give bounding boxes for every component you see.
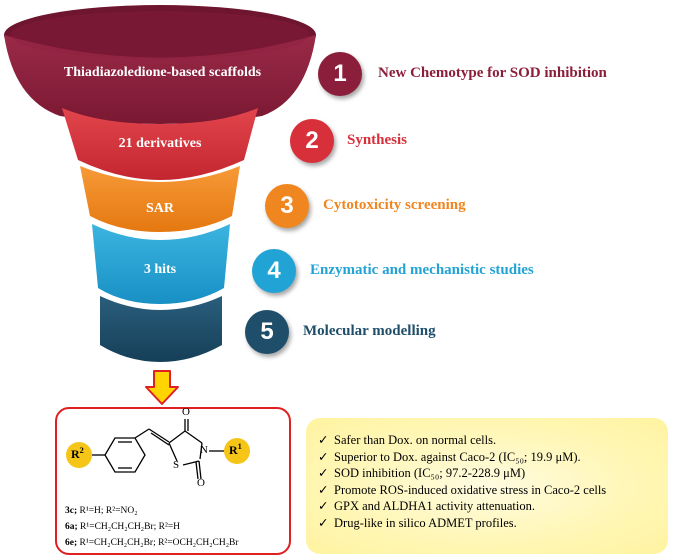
r1-atom-label: R1 xyxy=(229,442,242,457)
funnel-stage-3 xyxy=(80,166,240,232)
funnel-stage-1 xyxy=(4,35,316,124)
step-2-badge: 2 xyxy=(290,119,334,163)
key-findings-box: ✓Safer than Dox. on normal cells. ✓Super… xyxy=(306,418,668,554)
compound-3c: 3c; R¹=H; R²=NO₂ xyxy=(65,506,138,516)
finding-item: ✓GPX and ALDHA1 activity attenuation. xyxy=(318,499,536,514)
step-5-badge: 5 xyxy=(245,310,289,354)
step-4-label: Enzymatic and mechanistic studies xyxy=(310,262,534,278)
funnel-stage-3-label: SAR xyxy=(145,201,174,216)
sulfur-label: S xyxy=(173,459,180,471)
check-icon: ✓ xyxy=(318,433,329,447)
nitrogen-label: N xyxy=(200,444,208,456)
step-3-label: Cytotoxicity screening xyxy=(323,197,466,213)
funnel-rim xyxy=(4,5,316,65)
check-icon: ✓ xyxy=(318,449,329,464)
step-4-badge: 4 xyxy=(252,249,296,293)
r2-atom-label: R2 xyxy=(71,446,84,461)
finding-item: ✓SOD inhibition (IC₅₀; 97.2-228.9 μM) xyxy=(318,466,526,481)
funnel-stage-2 xyxy=(62,108,258,180)
check-icon: ✓ xyxy=(318,515,329,530)
down-arrow-icon xyxy=(145,370,179,405)
finding-item: ✓Drug-like in silico ADMET profiles. xyxy=(318,515,517,530)
step-3-badge: 3 xyxy=(265,184,309,228)
compound-6a: 6a; R¹=CH₂CH₂CH₂Br; R²=H xyxy=(65,522,181,532)
funnel-stage-2-label: 21 derivatives xyxy=(118,136,202,151)
funnel-stage-4 xyxy=(92,224,230,304)
funnel-diagram xyxy=(4,5,316,362)
step-2-label: Synthesis xyxy=(347,132,408,148)
funnel-stage-4-label: 3 hits xyxy=(143,262,177,277)
check-icon: ✓ xyxy=(318,499,329,514)
chemical-structure xyxy=(66,419,250,480)
finding-item: ✓Safer than Dox. on normal cells. xyxy=(318,433,497,447)
compound-structure-box: R2 R1 O O N S 3c; R¹=H; R²=NO₂ 6a; R¹=CH… xyxy=(55,406,291,555)
funnel-stage-5 xyxy=(100,296,222,362)
finding-item: ✓Superior to Dox. against Caco-2 (IC₅₀; … xyxy=(318,449,581,464)
step-1-label: New Chemotype for SOD inhibition xyxy=(378,65,607,81)
check-icon: ✓ xyxy=(318,466,329,481)
compound-6e: 6e; R¹=CH₂CH₂CH₂Br; R²=OCH₂CH₂CH₂Br xyxy=(65,538,239,548)
step-5-label: Molecular modelling xyxy=(303,323,436,339)
funnel-stage-1-label: Thiadiazoledione-based scaffolds xyxy=(63,65,262,80)
check-icon: ✓ xyxy=(318,482,329,497)
oxygen-top-label: O xyxy=(182,406,190,418)
oxygen-bottom-label: O xyxy=(197,477,205,489)
finding-item: ✓Promote ROS-induced oxidative stress in… xyxy=(318,482,607,497)
step-1-badge: 1 xyxy=(318,52,362,96)
